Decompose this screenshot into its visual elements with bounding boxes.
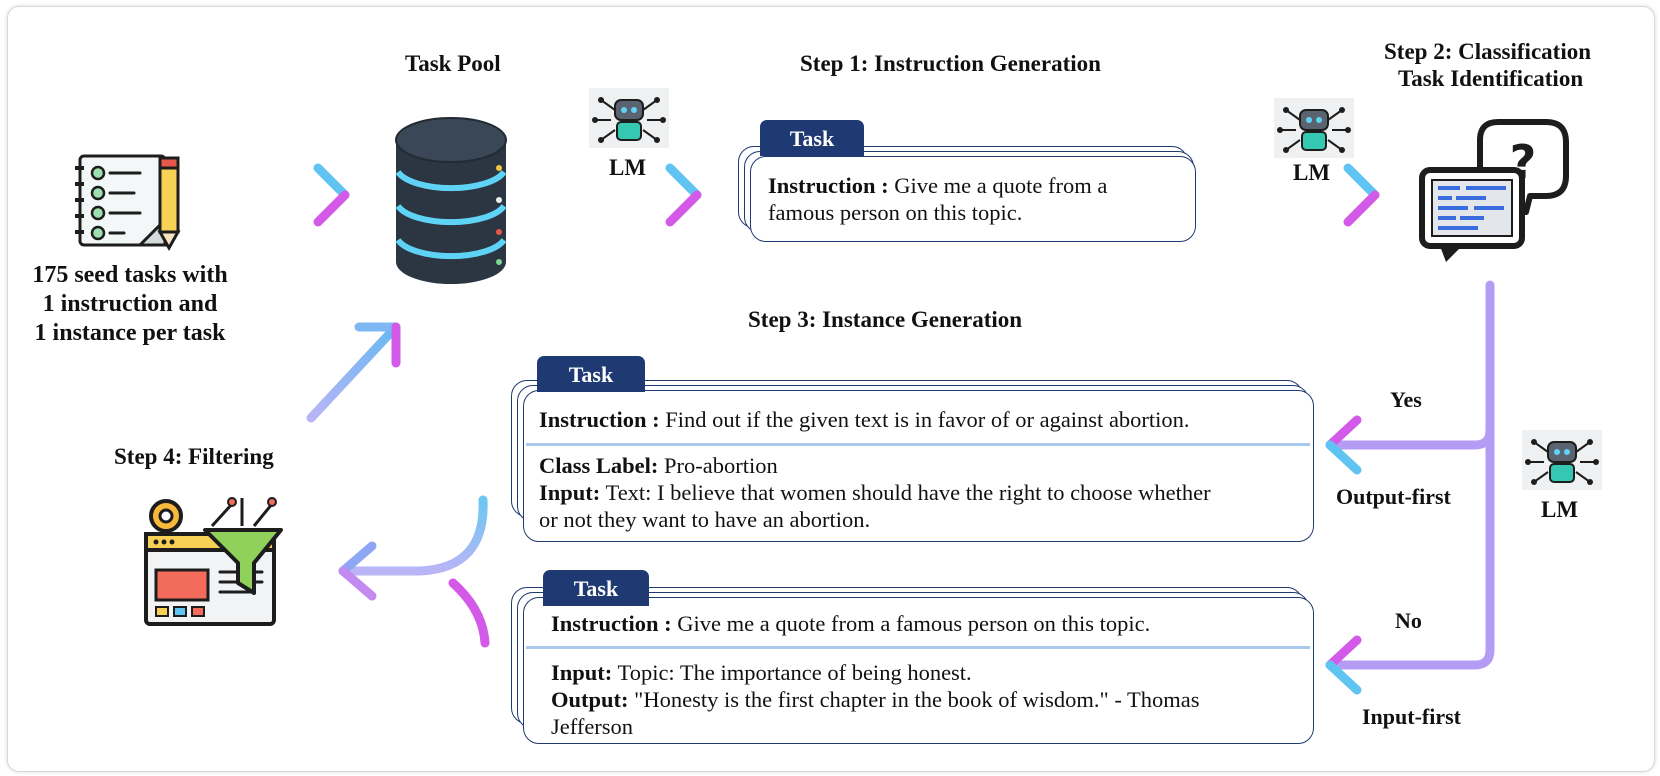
class-label-row: Class Label: Pro-abortion xyxy=(539,452,1309,479)
arrow-step1-to-step2 xyxy=(1247,163,1380,227)
output-row-continued: Jefferson xyxy=(551,714,634,739)
instruction-row: Instruction : Give me a quote from a fam… xyxy=(551,610,1311,637)
input-first-label: Input-first xyxy=(1362,704,1462,729)
task-pool-heading: Task Pool xyxy=(405,51,501,76)
checklist-icon xyxy=(75,154,181,252)
card-front-sheet xyxy=(523,390,1314,542)
output-label: Output: xyxy=(551,687,629,712)
instruction-row-continued: famous person on this topic. xyxy=(768,200,1023,225)
step2-heading-line1: Step 2: Classification xyxy=(1384,39,1591,64)
class-label-value: Pro-abortion xyxy=(658,453,778,478)
step3-heading: Step 3: Instance Generation xyxy=(748,307,1023,332)
yes-label: Yes xyxy=(1390,387,1422,412)
card-divider xyxy=(526,443,1310,446)
step4-heading: Step 4: Filtering xyxy=(114,444,274,469)
branch-connector xyxy=(1325,280,1495,695)
seed-line-3: 1 instance per task xyxy=(34,320,226,346)
instruction-row: Instruction : Find out if the given text… xyxy=(539,406,1309,433)
input-row: Input: Topic: The importance of being ho… xyxy=(551,659,1311,686)
robot-icon xyxy=(589,88,669,148)
instruction-text: Give me a quote from a famous person on … xyxy=(671,611,1151,636)
card-divider xyxy=(526,646,1310,649)
instruction-label: Instruction : xyxy=(539,407,660,432)
input-row: Input: Text: I believe that women should… xyxy=(539,479,1309,506)
input-row-continued: or not they want to have an abortion. xyxy=(539,507,871,532)
card-front-sheet xyxy=(750,156,1196,242)
no-label: No xyxy=(1395,608,1422,633)
arrow-pool-to-step1 xyxy=(568,163,702,227)
output-text: "Honesty is the first chapter in the boo… xyxy=(628,687,1200,712)
robot-icon xyxy=(1274,98,1354,158)
step2-heading-line2: Task Identification xyxy=(1398,66,1584,91)
lm-label-step2: LM xyxy=(1293,160,1331,185)
task-tab: Task xyxy=(760,120,864,156)
instruction-text: Give me a quote from a xyxy=(888,173,1108,198)
card-front-sheet xyxy=(523,597,1314,744)
instruction-text: Find out if the given text is in favor o… xyxy=(659,407,1190,432)
database-icon xyxy=(395,117,507,284)
task-tab: Task xyxy=(543,570,649,606)
arrow-instances-to-filtering xyxy=(338,495,490,648)
seed-line-1: 175 seed tasks with xyxy=(32,262,228,288)
chat-question-icon: ? xyxy=(1419,119,1569,262)
input-text: Topic: The importance of being honest. xyxy=(612,660,972,685)
lm-label-step1: LM xyxy=(609,155,647,180)
input-label: Input: xyxy=(551,660,613,685)
input-label: Input: xyxy=(539,480,601,505)
robot-icon xyxy=(1522,430,1602,490)
lm-label-step3: LM xyxy=(1541,497,1579,522)
arrow-seed-to-pool xyxy=(217,163,350,227)
instruction-label: Instruction : xyxy=(551,611,672,636)
task-tab: Task xyxy=(537,356,645,392)
output-first-label: Output-first xyxy=(1336,484,1451,509)
arrow-filtering-to-pool xyxy=(306,322,401,423)
seed-line-2: 1 instruction and xyxy=(42,291,218,317)
instruction-label: Instruction : xyxy=(768,173,889,198)
seed-tasks-caption: 175 seed tasks with 1 instruction and 1 … xyxy=(10,261,250,348)
class-label-key: Class Label: xyxy=(539,453,659,478)
instruction-row: Instruction : Give me a quote from a xyxy=(768,172,1188,199)
output-row: Output: "Honesty is the first chapter in… xyxy=(551,686,1311,713)
filter-dashboard-icon xyxy=(144,497,283,626)
input-text: Text: I believe that women should have t… xyxy=(600,480,1211,505)
step1-heading: Step 1: Instruction Generation xyxy=(800,51,1101,76)
